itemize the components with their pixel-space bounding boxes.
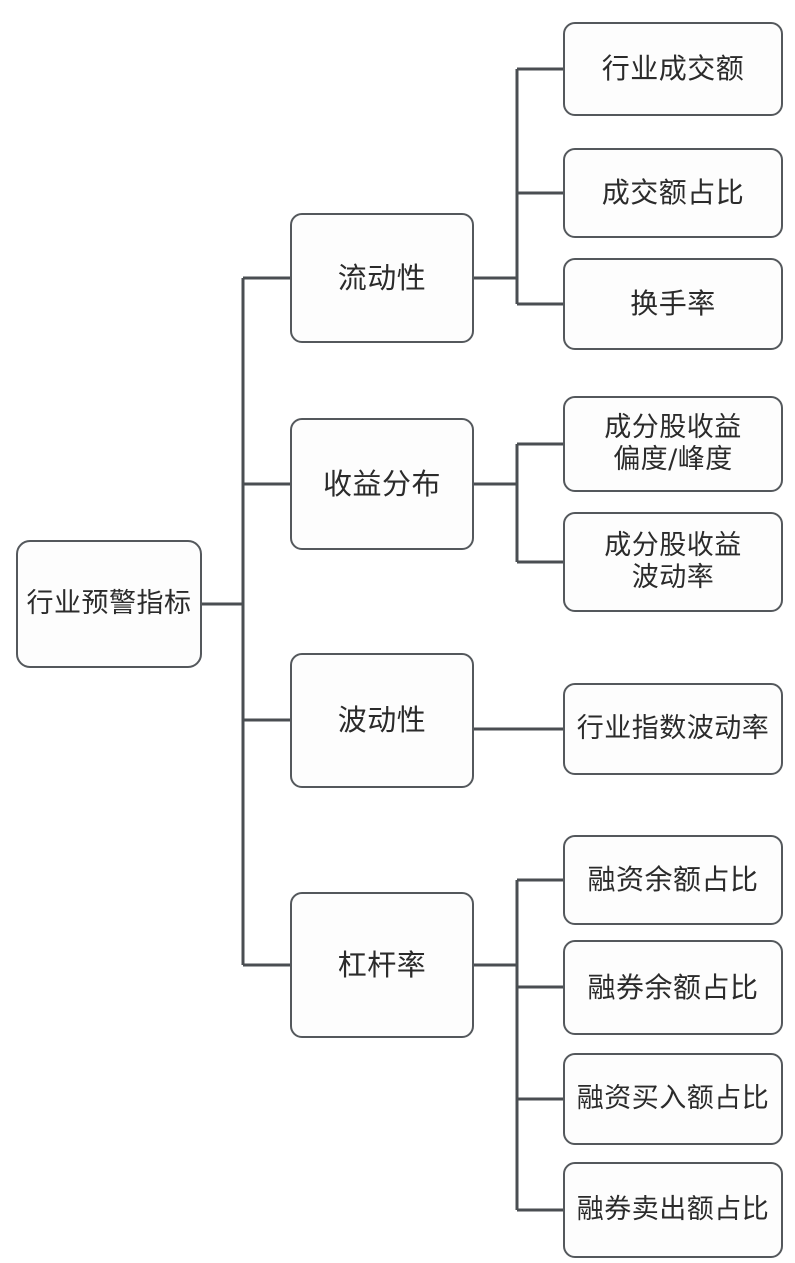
node-leaf-margin-balance-share[interactable]: 融资余额占比: [563, 835, 783, 925]
node-leaf-index-volatility[interactable]: 行业指数波动率: [563, 683, 783, 775]
node-branch-volatility[interactable]: 波动性: [290, 653, 474, 788]
node-leaf-turnover-amount-share[interactable]: 成交额占比: [563, 148, 783, 238]
node-leaf-constituent-volatility[interactable]: 成分股收益 波动率: [563, 512, 783, 612]
node-root[interactable]: 行业预警指标: [16, 540, 202, 668]
node-leaf-short-sell-share[interactable]: 融券卖出额占比: [563, 1162, 783, 1258]
node-branch-leverage[interactable]: 杠杆率: [290, 892, 474, 1038]
node-leaf-margin-buy-share[interactable]: 融资买入额占比: [563, 1053, 783, 1145]
node-leaf-ind-turnover-amount[interactable]: 行业成交额: [563, 22, 783, 116]
node-branch-return-distribution[interactable]: 收益分布: [290, 418, 474, 550]
node-leaf-constituent-skew-kurt[interactable]: 成分股收益 偏度/峰度: [563, 396, 783, 492]
node-branch-liquidity[interactable]: 流动性: [290, 213, 474, 343]
node-leaf-short-balance-share[interactable]: 融券余额占比: [563, 940, 783, 1035]
node-leaf-turnover-rate[interactable]: 换手率: [563, 258, 783, 350]
